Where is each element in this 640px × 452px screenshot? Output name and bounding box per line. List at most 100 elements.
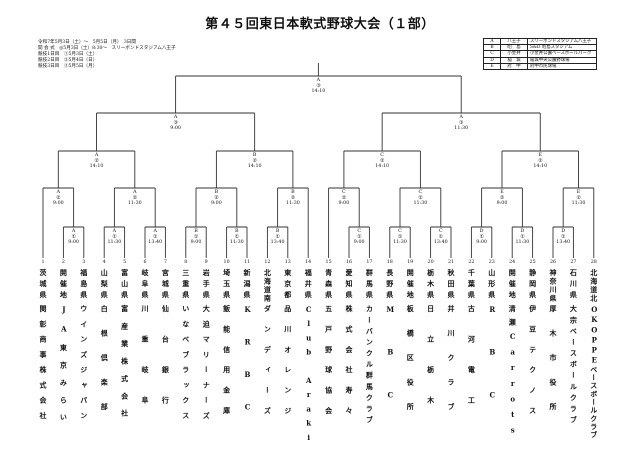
match-venue: B	[252, 153, 257, 158]
match-venue: B	[235, 229, 239, 234]
team-name: 井川クラブ	[447, 305, 456, 427]
team-prefecture: 富山県	[120, 269, 130, 302]
team-number: 17	[366, 260, 373, 265]
match-venue: C	[380, 153, 384, 158]
match-time: 14:10	[89, 164, 104, 170]
team-prefecture: 岩手県	[202, 269, 212, 302]
team-number: 11	[243, 260, 251, 265]
match-time: 11:30	[571, 201, 586, 207]
team-name: 飯能信用金庫	[222, 305, 232, 427]
match-time: 9:00	[353, 240, 365, 246]
team-entry: 28 北海道北 OKOPPEベースボールクラブ	[586, 258, 602, 439]
team-prefecture: 静岡県	[528, 269, 538, 302]
match-venue: A	[173, 115, 178, 120]
schedule-line: 競技1日目 ①5月3日（土）	[38, 52, 98, 57]
match-time: 9:00	[52, 201, 64, 207]
schedule-info: 令和7年5月3日（土）～ 5月5日（月） 3日間開 会 式 ◎5月3日（土）8:…	[38, 40, 176, 70]
match-time: 11:30	[454, 126, 469, 132]
team-name: 板橋区役所	[406, 305, 416, 427]
team-number: 18	[386, 260, 393, 265]
team-name: いなべブラックス	[181, 305, 191, 427]
team-number: 7	[163, 260, 167, 265]
team-number: 24	[509, 260, 516, 265]
team-name: KRBC	[243, 305, 252, 435]
match-day: ②	[290, 195, 296, 201]
team-name: OKOPPEベースボールクラブ	[589, 305, 599, 439]
team-prefecture: 千葉県	[467, 269, 477, 302]
team-prefecture: 秋田県	[447, 269, 456, 302]
match-venue: A	[153, 229, 157, 234]
team-entry: 9 岩手県大迫マリーナーズ	[198, 258, 214, 430]
team-prefecture: 北海道北	[589, 269, 599, 303]
team-prefecture: 三重県	[181, 269, 191, 302]
match-time: 13:40	[433, 240, 448, 246]
team-number: 1	[41, 260, 45, 265]
team-prefecture: 福島県	[79, 269, 89, 302]
schedule-line: 開 会 式 ◎5月3日（土）8:30～ スリーボンドスタジアム八王子	[38, 46, 176, 51]
match-day: ③	[459, 120, 464, 126]
match-day: ①	[357, 234, 362, 240]
team-name: 大迫マリーナーズ	[202, 305, 212, 427]
team-prefecture: 開催地	[406, 269, 416, 302]
match-venue: B	[214, 190, 219, 195]
match-venue: E	[576, 190, 581, 195]
team-number: 9	[204, 260, 208, 265]
match-time: 13:40	[556, 240, 571, 246]
team-number: 16	[345, 260, 353, 265]
match-venue: D	[561, 229, 566, 234]
team-name: ウインズジャパン	[79, 305, 89, 427]
match-day: ①	[397, 234, 403, 240]
match-day: ②	[379, 158, 385, 164]
team-number: 27	[570, 260, 577, 265]
team-name: 川重岐阜	[141, 305, 150, 427]
team-name: 白根倶楽部	[100, 305, 110, 427]
match-time: 9:00	[338, 201, 350, 207]
match-time: 11:30	[229, 240, 244, 246]
team-number: 28	[590, 260, 597, 265]
match-day: ②	[214, 195, 219, 201]
team-prefecture: 山形県	[487, 269, 497, 302]
match-venue: D	[479, 229, 484, 234]
match-day: ②	[252, 158, 257, 164]
team-number: 23	[488, 260, 495, 265]
team-name: Club Araki	[304, 305, 314, 447]
team-number: 10	[223, 260, 230, 265]
team-name: カーバンクル群馬クラブ	[365, 305, 375, 427]
match-venue: D	[520, 229, 525, 234]
team-prefecture: 開催地	[59, 269, 69, 302]
match-venue: A	[316, 78, 321, 83]
match-day: ①	[479, 234, 484, 240]
team-name: 五戸野球協会	[324, 305, 334, 427]
match-day: ①	[153, 234, 158, 240]
match-venue: B	[275, 229, 280, 234]
team-number: 12	[264, 260, 271, 265]
match-venue: A	[133, 190, 137, 195]
match-time: 13:40	[270, 240, 285, 246]
match-day: ②	[132, 195, 137, 201]
team-number: 22	[468, 260, 475, 265]
team-prefecture: 岐阜県	[141, 269, 150, 302]
match-day: ②	[94, 158, 99, 164]
